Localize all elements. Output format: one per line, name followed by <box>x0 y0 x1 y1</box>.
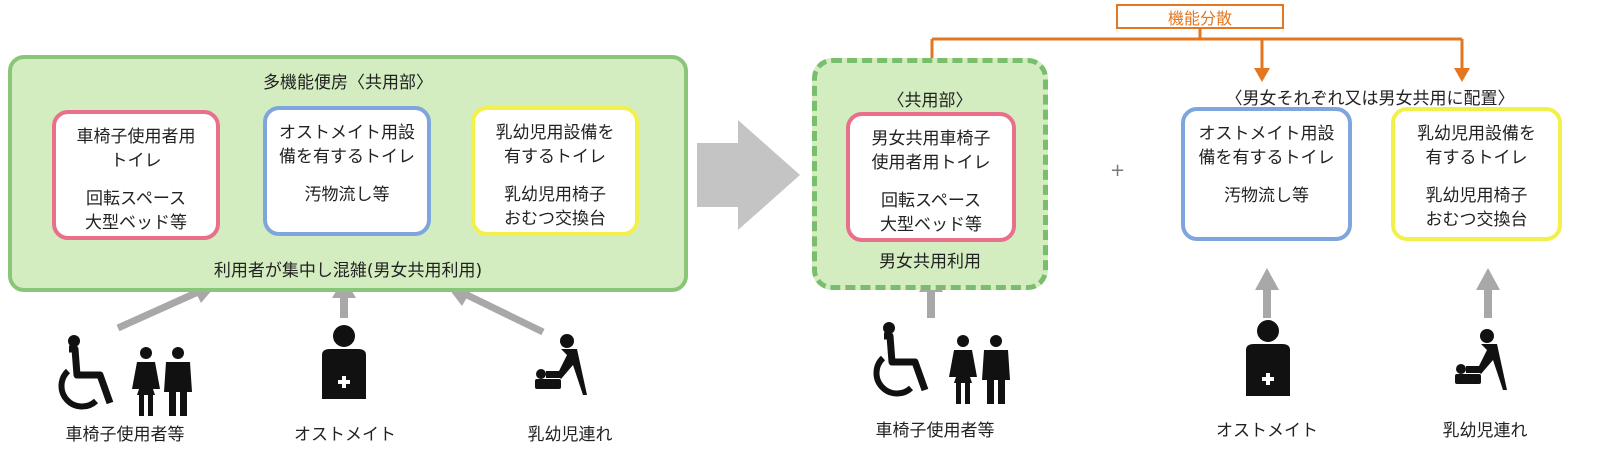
user-label: オストメイト <box>1216 421 1318 441</box>
panel-title: 多機能便房〈共用部〉 <box>263 73 433 93</box>
ostomate-toilet-card: オストメイト用設 備を有するトイレ 汚物流し等 <box>1181 107 1352 241</box>
connector-arrowhead <box>1254 68 1270 82</box>
ostomate-toilet-card: オストメイト用設 備を有するトイレ 汚物流し等 <box>263 106 431 236</box>
user-label: 車椅子使用者等 <box>65 425 185 445</box>
wheelchair-toilet-card: 車椅子使用者用 トイレ 回転スペース 大型ベッド等 <box>52 110 220 240</box>
distribution-connector <box>930 29 1464 72</box>
connector-arrowhead <box>1454 68 1470 82</box>
plus-sign: + <box>1110 160 1126 181</box>
wheelchair-icon <box>873 322 929 397</box>
transition-arrow <box>697 120 800 230</box>
card-detail: 乳幼児用椅子 おむつ交換台 <box>504 185 606 229</box>
user-label: 乳幼児連れ <box>1442 421 1528 441</box>
baby-toilet-card: 乳幼児用設備を 有するトイレ 乳幼児用椅子 おむつ交換台 <box>1391 107 1562 241</box>
distribution-label: 機能分散 <box>1116 4 1284 29</box>
card-title: 車椅子使用者用 トイレ <box>76 127 196 171</box>
man-icon <box>982 335 1010 404</box>
card-detail: 汚物流し等 <box>1224 186 1309 206</box>
user-label: 車椅子使用者等 <box>875 421 995 441</box>
card-detail: 汚物流し等 <box>304 185 390 205</box>
separate-area-title: 〈男女それぞれ又は男女共用に配置〉 <box>1225 89 1515 109</box>
wheelchair-icon <box>58 335 114 410</box>
shared-area-title: 〈共用部〉 <box>887 91 973 111</box>
ostomate-icon <box>322 325 366 399</box>
card-title: オストメイト用設 備を有するトイレ <box>279 123 415 167</box>
card-title: 乳幼児用設備を 有するトイレ <box>495 123 615 167</box>
user-label: オストメイト <box>294 425 396 445</box>
card-title: 男女共用車椅子 使用者用トイレ <box>871 129 991 173</box>
ostomate-icon <box>1246 320 1290 396</box>
congestion-note: 利用者が集中し混雑(男女共用利用) <box>213 261 483 281</box>
man-icon <box>164 347 192 416</box>
shared-use-note: 男女共用利用 <box>879 252 981 272</box>
card-detail: 回転スペース 大型ベッド等 <box>85 189 187 233</box>
card-title: オストメイト用設 備を有するトイレ <box>1198 124 1335 168</box>
woman-icon <box>949 335 977 404</box>
shared-wheelchair-toilet-card: 男女共用車椅子 使用者用トイレ 回転スペース 大型ベッド等 <box>846 112 1016 242</box>
card-title: 乳幼児用設備を 有するトイレ <box>1417 124 1536 168</box>
card-detail: 乳幼児用椅子 おむつ交換台 <box>1425 186 1528 230</box>
woman-icon <box>132 347 160 416</box>
baby-toilet-card: 乳幼児用設備を 有するトイレ 乳幼児用椅子 おむつ交換台 <box>471 106 639 236</box>
user-label: 乳幼児連れ <box>527 425 613 445</box>
card-detail: 回転スペース 大型ベッド等 <box>880 191 982 235</box>
baby-changing-icon <box>535 334 587 395</box>
baby-changing-icon <box>1455 329 1507 390</box>
